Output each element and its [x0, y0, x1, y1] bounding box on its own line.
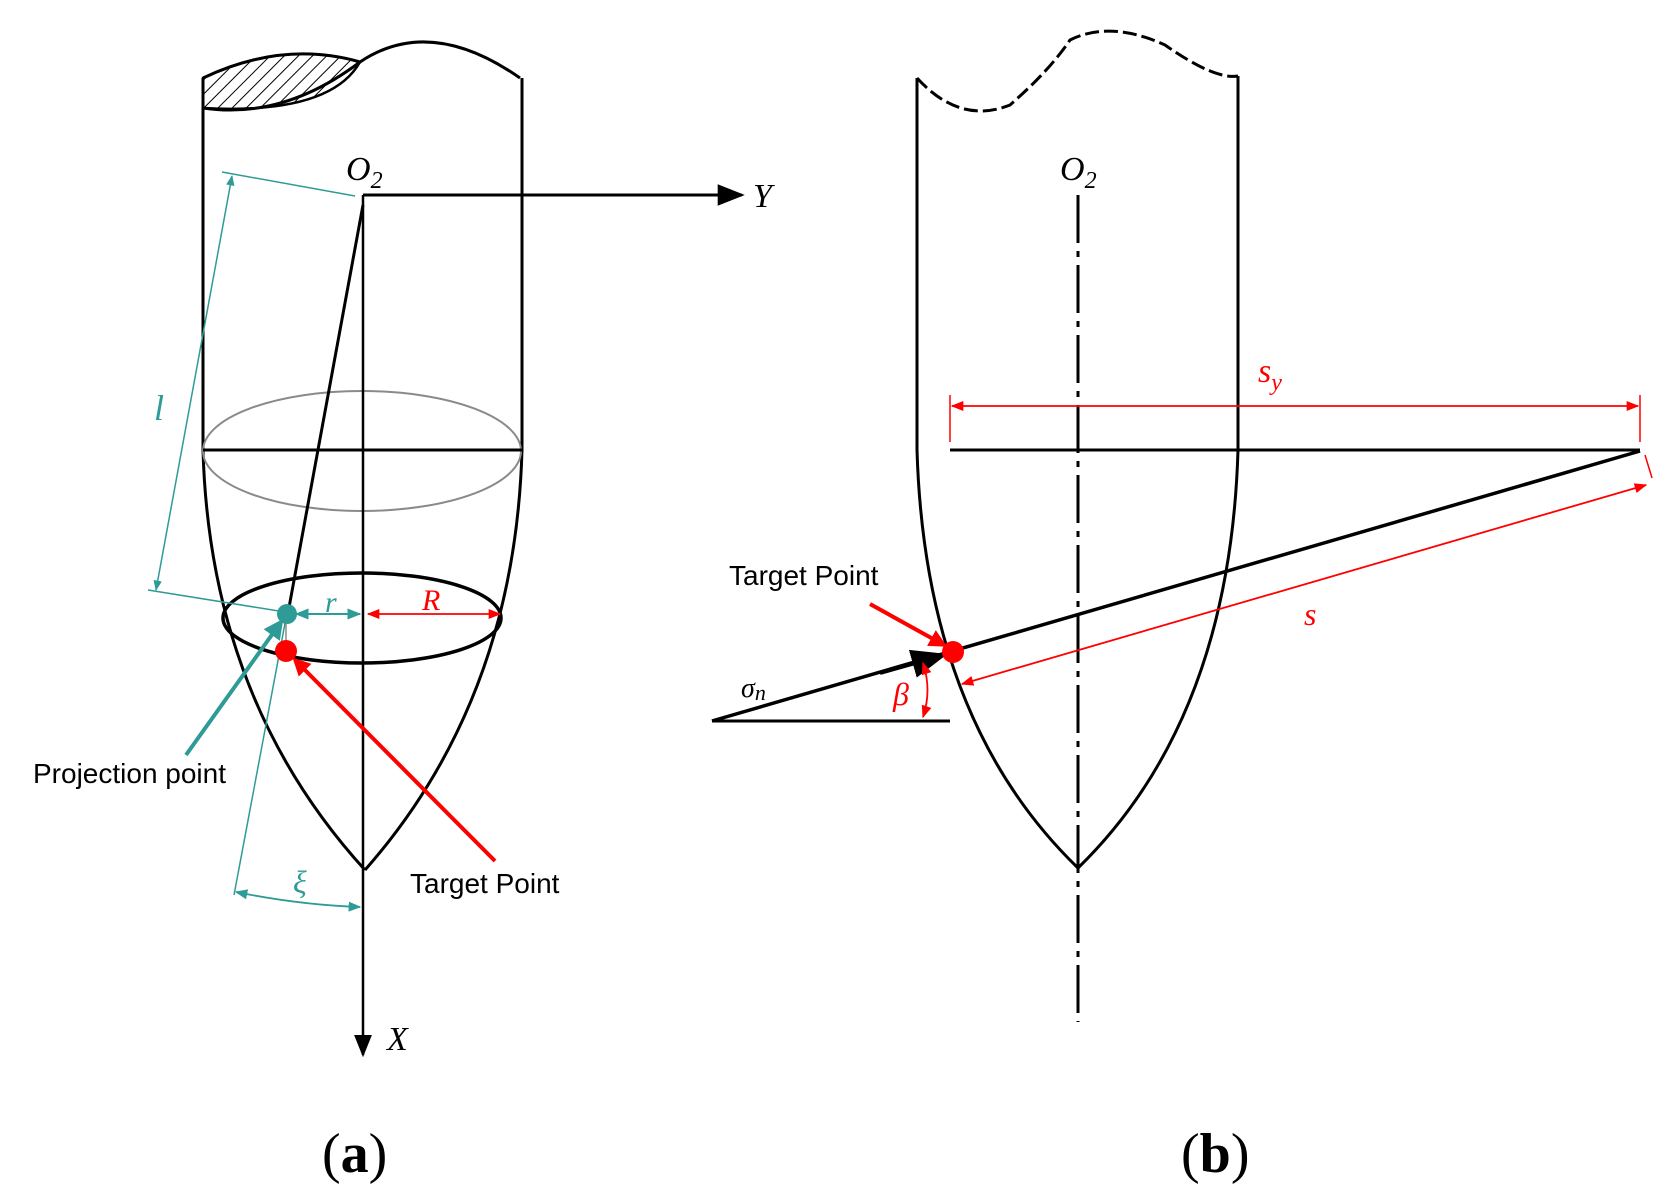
y-axis-label: Y — [753, 178, 775, 215]
hatched-section — [201, 52, 362, 111]
xi-extension-line — [233, 617, 287, 896]
nose-b-left-curve — [915, 449, 1080, 870]
projection-point-marker — [277, 604, 297, 624]
panel-a — [147, 40, 745, 1058]
R-label: R — [421, 584, 440, 617]
panel-b — [711, 29, 1653, 1022]
l-label: l — [154, 388, 164, 428]
target-point-b-label: Target Point — [729, 560, 879, 591]
sy-label: sy — [1258, 353, 1282, 396]
beta-label: β — [892, 676, 909, 712]
origin-a-label: O2 — [346, 151, 383, 194]
origin-b-label: O2 — [1060, 151, 1097, 194]
target-point-b-marker — [942, 641, 964, 663]
x-axis-label: X — [385, 1021, 409, 1058]
projection-point-leader — [184, 618, 284, 757]
xi-label: ξ — [293, 864, 307, 900]
nose-b-right-curve — [1076, 449, 1240, 870]
sigma-direction-arrow — [879, 649, 948, 678]
body-b-top-wave — [915, 29, 1239, 113]
r-label: r — [325, 586, 337, 619]
nose-right-curve — [363, 449, 524, 871]
body-top-wave-front — [202, 60, 361, 112]
s-extension-right — [1644, 454, 1653, 479]
target-point-a-label: Target Point — [410, 868, 560, 899]
target-point-marker — [275, 640, 297, 662]
l-extension-bottom — [147, 589, 286, 613]
caption-b: (b) — [1181, 1123, 1249, 1185]
s-label: s — [1304, 596, 1316, 632]
sigma-label: σn — [741, 673, 766, 705]
target-point-leader — [292, 657, 497, 863]
s-dimension — [960, 483, 1648, 686]
l-extension-top — [221, 171, 356, 197]
l-dimension — [153, 174, 235, 592]
projection-point-label: Projection point — [33, 758, 226, 789]
xi-arc — [234, 889, 362, 912]
caption-a: (a) — [322, 1123, 387, 1185]
body-top-wave — [202, 40, 521, 80]
radius-line — [286, 204, 365, 614]
beta-arc — [921, 661, 932, 719]
target-point-b-leader — [869, 602, 948, 647]
